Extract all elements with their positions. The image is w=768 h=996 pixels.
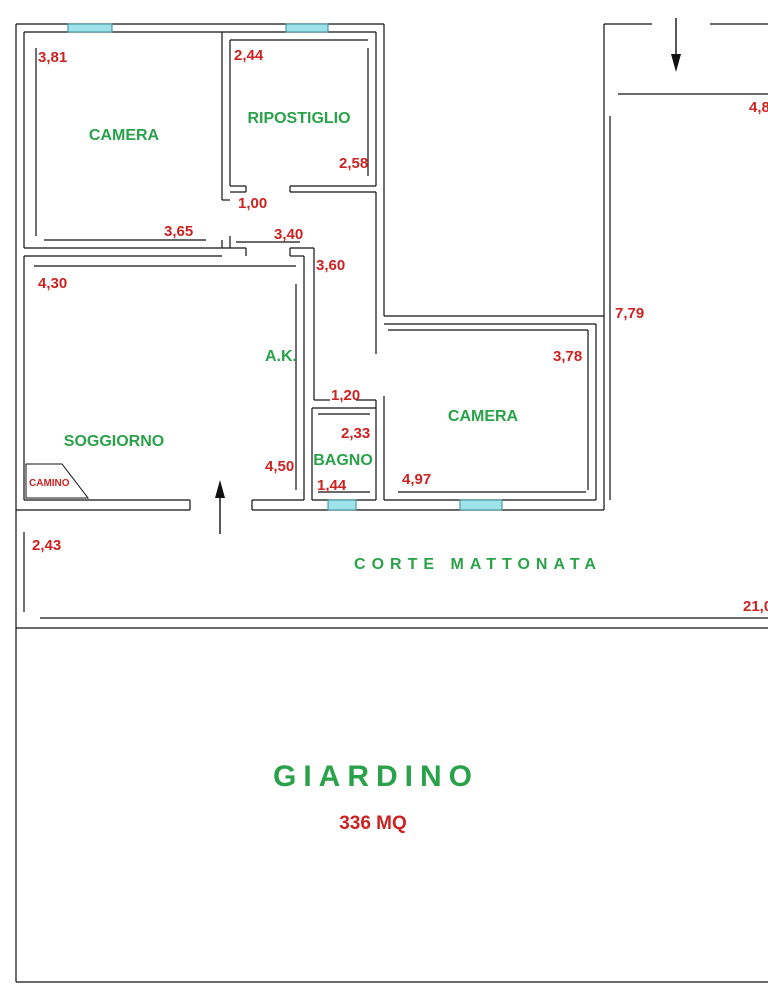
dim-label: 3,60 — [316, 257, 345, 274]
dim-label: 4,8 — [749, 99, 768, 116]
dim-label: 1,00 — [238, 195, 267, 212]
entrance-arrow-top-icon — [671, 18, 681, 72]
garden-label: GIARDINO — [273, 760, 479, 793]
room-label-ripostiglio: RIPOSTIGLIO — [247, 110, 350, 127]
room-label-camera-right: CAMERA — [448, 408, 519, 425]
garden-area: 336 MQ — [339, 813, 407, 834]
dim-label: 3,65 — [164, 223, 193, 240]
room-labels: CAMERA RIPOSTIGLIO SOGGIORNO A.K. BAGNO … — [29, 110, 519, 489]
outer-walls — [15, 23, 768, 511]
window-camera-right — [459, 499, 503, 511]
courtyard-label: CORTE MATTONATA — [354, 556, 602, 573]
dimension-labels: 3,81 3,65 2,44 2,58 1,00 3,40 3,60 4,30 … — [32, 47, 768, 615]
dim-label: 2,43 — [32, 537, 61, 554]
dim-label: 1,20 — [331, 387, 360, 404]
room-label-soggiorno: SOGGIORNO — [64, 433, 164, 450]
room-label-bagno: BAGNO — [313, 452, 373, 469]
window-bagno — [327, 499, 357, 511]
dim-label: 3,40 — [274, 226, 303, 243]
dim-label: 2,44 — [234, 47, 264, 64]
interior-walls — [24, 32, 768, 500]
dim-label: 2,33 — [341, 425, 370, 442]
courtyard-walls — [15, 510, 768, 629]
window-ripostiglio — [285, 23, 329, 33]
camino-label: CAMINO — [29, 478, 70, 489]
dim-label: 3,78 — [553, 348, 582, 365]
room-label-ak: A.K. — [265, 348, 297, 365]
dim-label: 4,97 — [402, 471, 431, 488]
dim-label: 4,50 — [265, 458, 294, 475]
dim-label: 7,79 — [615, 305, 644, 322]
dim-label: 4,30 — [38, 275, 67, 292]
room-label-camera-top: CAMERA — [89, 127, 160, 144]
dim-label: 2,58 — [339, 155, 368, 172]
garden-boundary — [15, 628, 768, 983]
dim-label: 1,44 — [317, 477, 347, 494]
dim-label: 3,81 — [38, 49, 67, 66]
entrance-arrow-icon — [215, 480, 225, 534]
windows — [67, 23, 503, 511]
fireplace — [25, 463, 90, 499]
window-camera-top — [67, 23, 113, 33]
dim-label: 21,0 — [743, 598, 768, 615]
